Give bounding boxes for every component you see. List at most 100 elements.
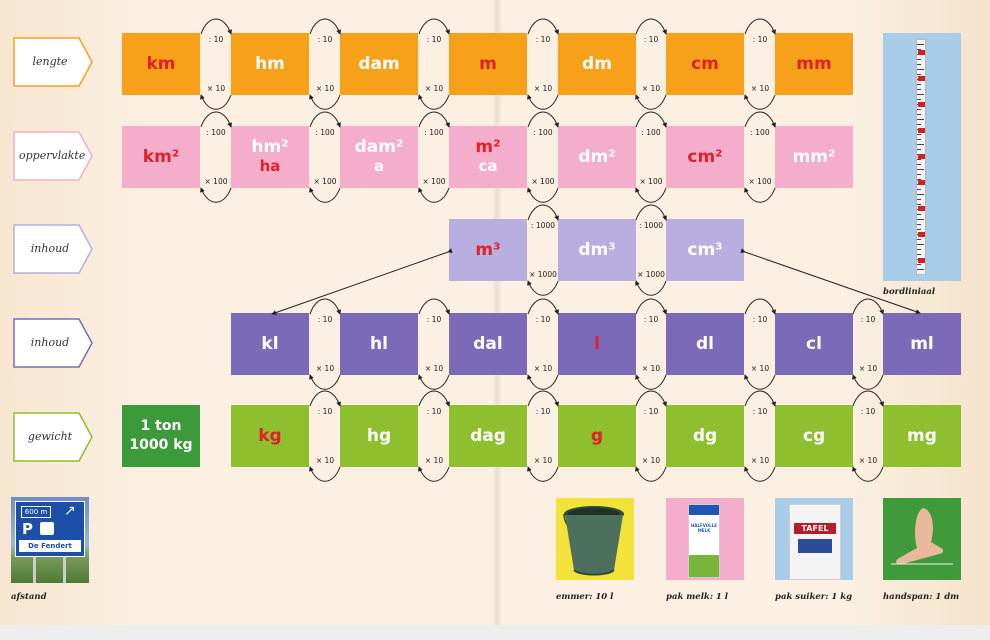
unit-box-g: g: [558, 405, 636, 467]
sugar-label: TAFEL: [794, 523, 836, 534]
unit-label: km²: [142, 146, 180, 167]
unit-label: cm³: [687, 239, 723, 260]
ruler-red-mark: [918, 232, 925, 237]
unit-box-kl: kl: [231, 313, 309, 375]
row-label-text: gewicht: [27, 430, 73, 443]
milk-carton-icon: HALFVOLLE MELK: [688, 504, 720, 578]
factor-mul: × 10: [533, 84, 553, 93]
unit-box-l: l: [558, 313, 636, 375]
sign-name: De Fendert: [19, 540, 81, 552]
ruler-red-mark: [918, 180, 925, 185]
ruler-tick: [917, 219, 924, 220]
factor-mul: × 10: [424, 456, 444, 465]
ruler-tick: [917, 214, 921, 215]
sign-post: [63, 557, 66, 583]
unit-label: mm²: [792, 146, 836, 167]
ruler-tick: [917, 164, 921, 165]
unit-label: m³: [475, 239, 501, 260]
caption-melk: pak melk: 1 l: [666, 592, 729, 602]
unit-box-dg: dg: [666, 405, 744, 467]
ruler-tick: [917, 194, 924, 195]
ruler-tick: [917, 239, 921, 240]
unit-label: hm: [255, 53, 285, 74]
ruler-tick: [917, 114, 921, 115]
ruler-tick: [917, 49, 921, 50]
factor-mul: × 100: [748, 177, 772, 186]
hand-icon: [891, 508, 953, 565]
handspan-photo: [883, 498, 961, 580]
unit-box-mm: mm: [775, 33, 853, 95]
row-label-lengte: lengte: [13, 37, 93, 87]
caption-handspan: handspan: 1 dm: [883, 592, 960, 602]
unit-box-m: m: [449, 33, 527, 95]
ruler-tick: [917, 229, 921, 230]
unit-label: km: [146, 53, 176, 74]
factor-div: : 10: [752, 315, 768, 324]
unit-box-cm2: cm²: [666, 126, 744, 188]
ruler-tick: [917, 44, 924, 45]
ruler-tick: [917, 224, 921, 225]
unit-label: ml: [910, 333, 934, 354]
caption-emmer: emmer: 10 l: [556, 592, 614, 602]
unit-label: cm: [691, 53, 719, 74]
unit-box-dm: dm: [558, 33, 636, 95]
ruler-red-mark: [918, 258, 925, 263]
unit-alias: ha: [259, 157, 281, 175]
factor-mul: × 10: [424, 364, 444, 373]
factor-div: : 10: [535, 315, 551, 324]
unit-box-dm3: dm³: [558, 219, 636, 281]
unit-box-dm2: dm²: [558, 126, 636, 188]
factor-div: : 10: [535, 407, 551, 416]
factor-mul: × 10: [750, 456, 770, 465]
ruler-tick: [917, 119, 924, 120]
factor-mul: × 1000: [529, 270, 557, 279]
milk-carton-photo: HALFVOLLE MELK: [666, 498, 744, 580]
label-arrow-shape: [13, 412, 93, 462]
ruler-tick: [917, 64, 921, 65]
fuel-pump-icon: [40, 522, 54, 535]
unit-box-cg: cg: [775, 405, 853, 467]
ruler-illustration: [883, 33, 961, 281]
unit-label: dm²: [578, 146, 616, 167]
factor-div: : 10: [860, 315, 876, 324]
milk-label: HALFVOLLE MELK: [691, 523, 717, 533]
factor-mul: × 10: [641, 84, 661, 93]
factor-mul: × 100: [639, 177, 663, 186]
factor-div: : 10: [426, 315, 442, 324]
factor-mul: × 1000: [637, 270, 665, 279]
factor-mul: × 100: [531, 177, 555, 186]
factor-mul: × 10: [641, 364, 661, 373]
ton-line-2: 1000 kg: [129, 437, 193, 453]
unit-box-km: km: [122, 33, 200, 95]
unit-label: dm³: [578, 239, 616, 260]
unit-label: dl: [696, 333, 714, 354]
ruler-tick: [917, 144, 924, 145]
row-label-oppervlakte: oppervlakte: [13, 131, 93, 181]
factor-div: : 10: [643, 407, 659, 416]
row-label-gewicht: gewicht: [13, 412, 93, 462]
factor-div: : 10: [860, 407, 876, 416]
ruler-tick: [917, 174, 921, 175]
ruler-tick: [917, 59, 921, 60]
unit-label: m²: [475, 137, 501, 157]
ruler-tick: [917, 109, 921, 110]
factor-mul: × 10: [533, 364, 553, 373]
factor-div: : 100: [533, 128, 553, 137]
unit-label: l: [594, 333, 600, 354]
unit-alias: ca: [478, 157, 498, 175]
ruler-red-mark: [918, 76, 925, 81]
ruler-stick: [916, 39, 926, 275]
factor-mul: × 10: [858, 364, 878, 373]
factor-div: : 10: [643, 35, 659, 44]
label-arrow-shape: [13, 131, 93, 181]
unit-box-dag: dag: [449, 405, 527, 467]
ruler-red-mark: [918, 128, 925, 133]
factor-div: : 10: [317, 35, 333, 44]
ruler-tick: [917, 254, 921, 255]
road-sign-photo: 600 m ↗ P De Fendert: [11, 497, 89, 583]
ruler-tick: [917, 84, 921, 85]
ruler-tick: [917, 269, 924, 270]
